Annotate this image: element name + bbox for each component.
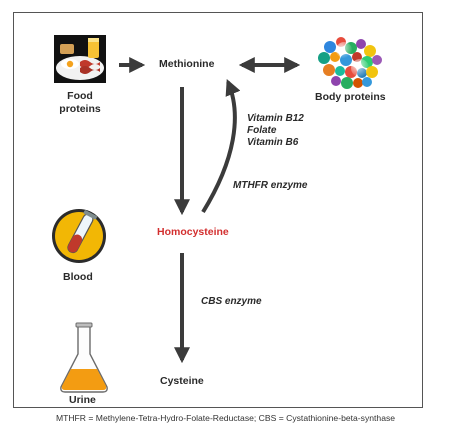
- body-proteins-label: Body proteins: [315, 91, 386, 103]
- cofactor-vitamin-b12: Vitamin B12: [247, 113, 304, 124]
- cysteine-label: Cysteine: [160, 375, 204, 387]
- food-plate-icon: [54, 35, 106, 83]
- cofactor-vitamin-b6: Vitamin B6: [247, 137, 299, 148]
- cofactor-folate: Folate: [247, 125, 277, 136]
- blood-label: Blood: [63, 271, 93, 283]
- food-proteins-label: Food proteins: [59, 90, 101, 115]
- blood-test-tube-icon: [52, 209, 106, 263]
- cofactor-list: Vitamin B12 Folate Vitamin B6: [247, 113, 304, 149]
- urine-label: Urine: [69, 394, 96, 406]
- protein-cluster-icon: [318, 37, 382, 89]
- cbs-enzyme-label: CBS enzyme: [201, 296, 262, 307]
- diagram-frame: [13, 12, 423, 408]
- mthfr-enzyme-label: MTHFR enzyme: [233, 180, 308, 191]
- homocysteine-label: Homocysteine: [157, 226, 229, 238]
- urine-flask-icon: [60, 322, 108, 393]
- methionine-label: Methionine: [159, 58, 215, 70]
- arrow-homocysteine-to-methionine: [201, 79, 241, 214]
- footnote: MTHFR = Methylene-Tetra-Hydro-Folate-Red…: [55, 413, 396, 423]
